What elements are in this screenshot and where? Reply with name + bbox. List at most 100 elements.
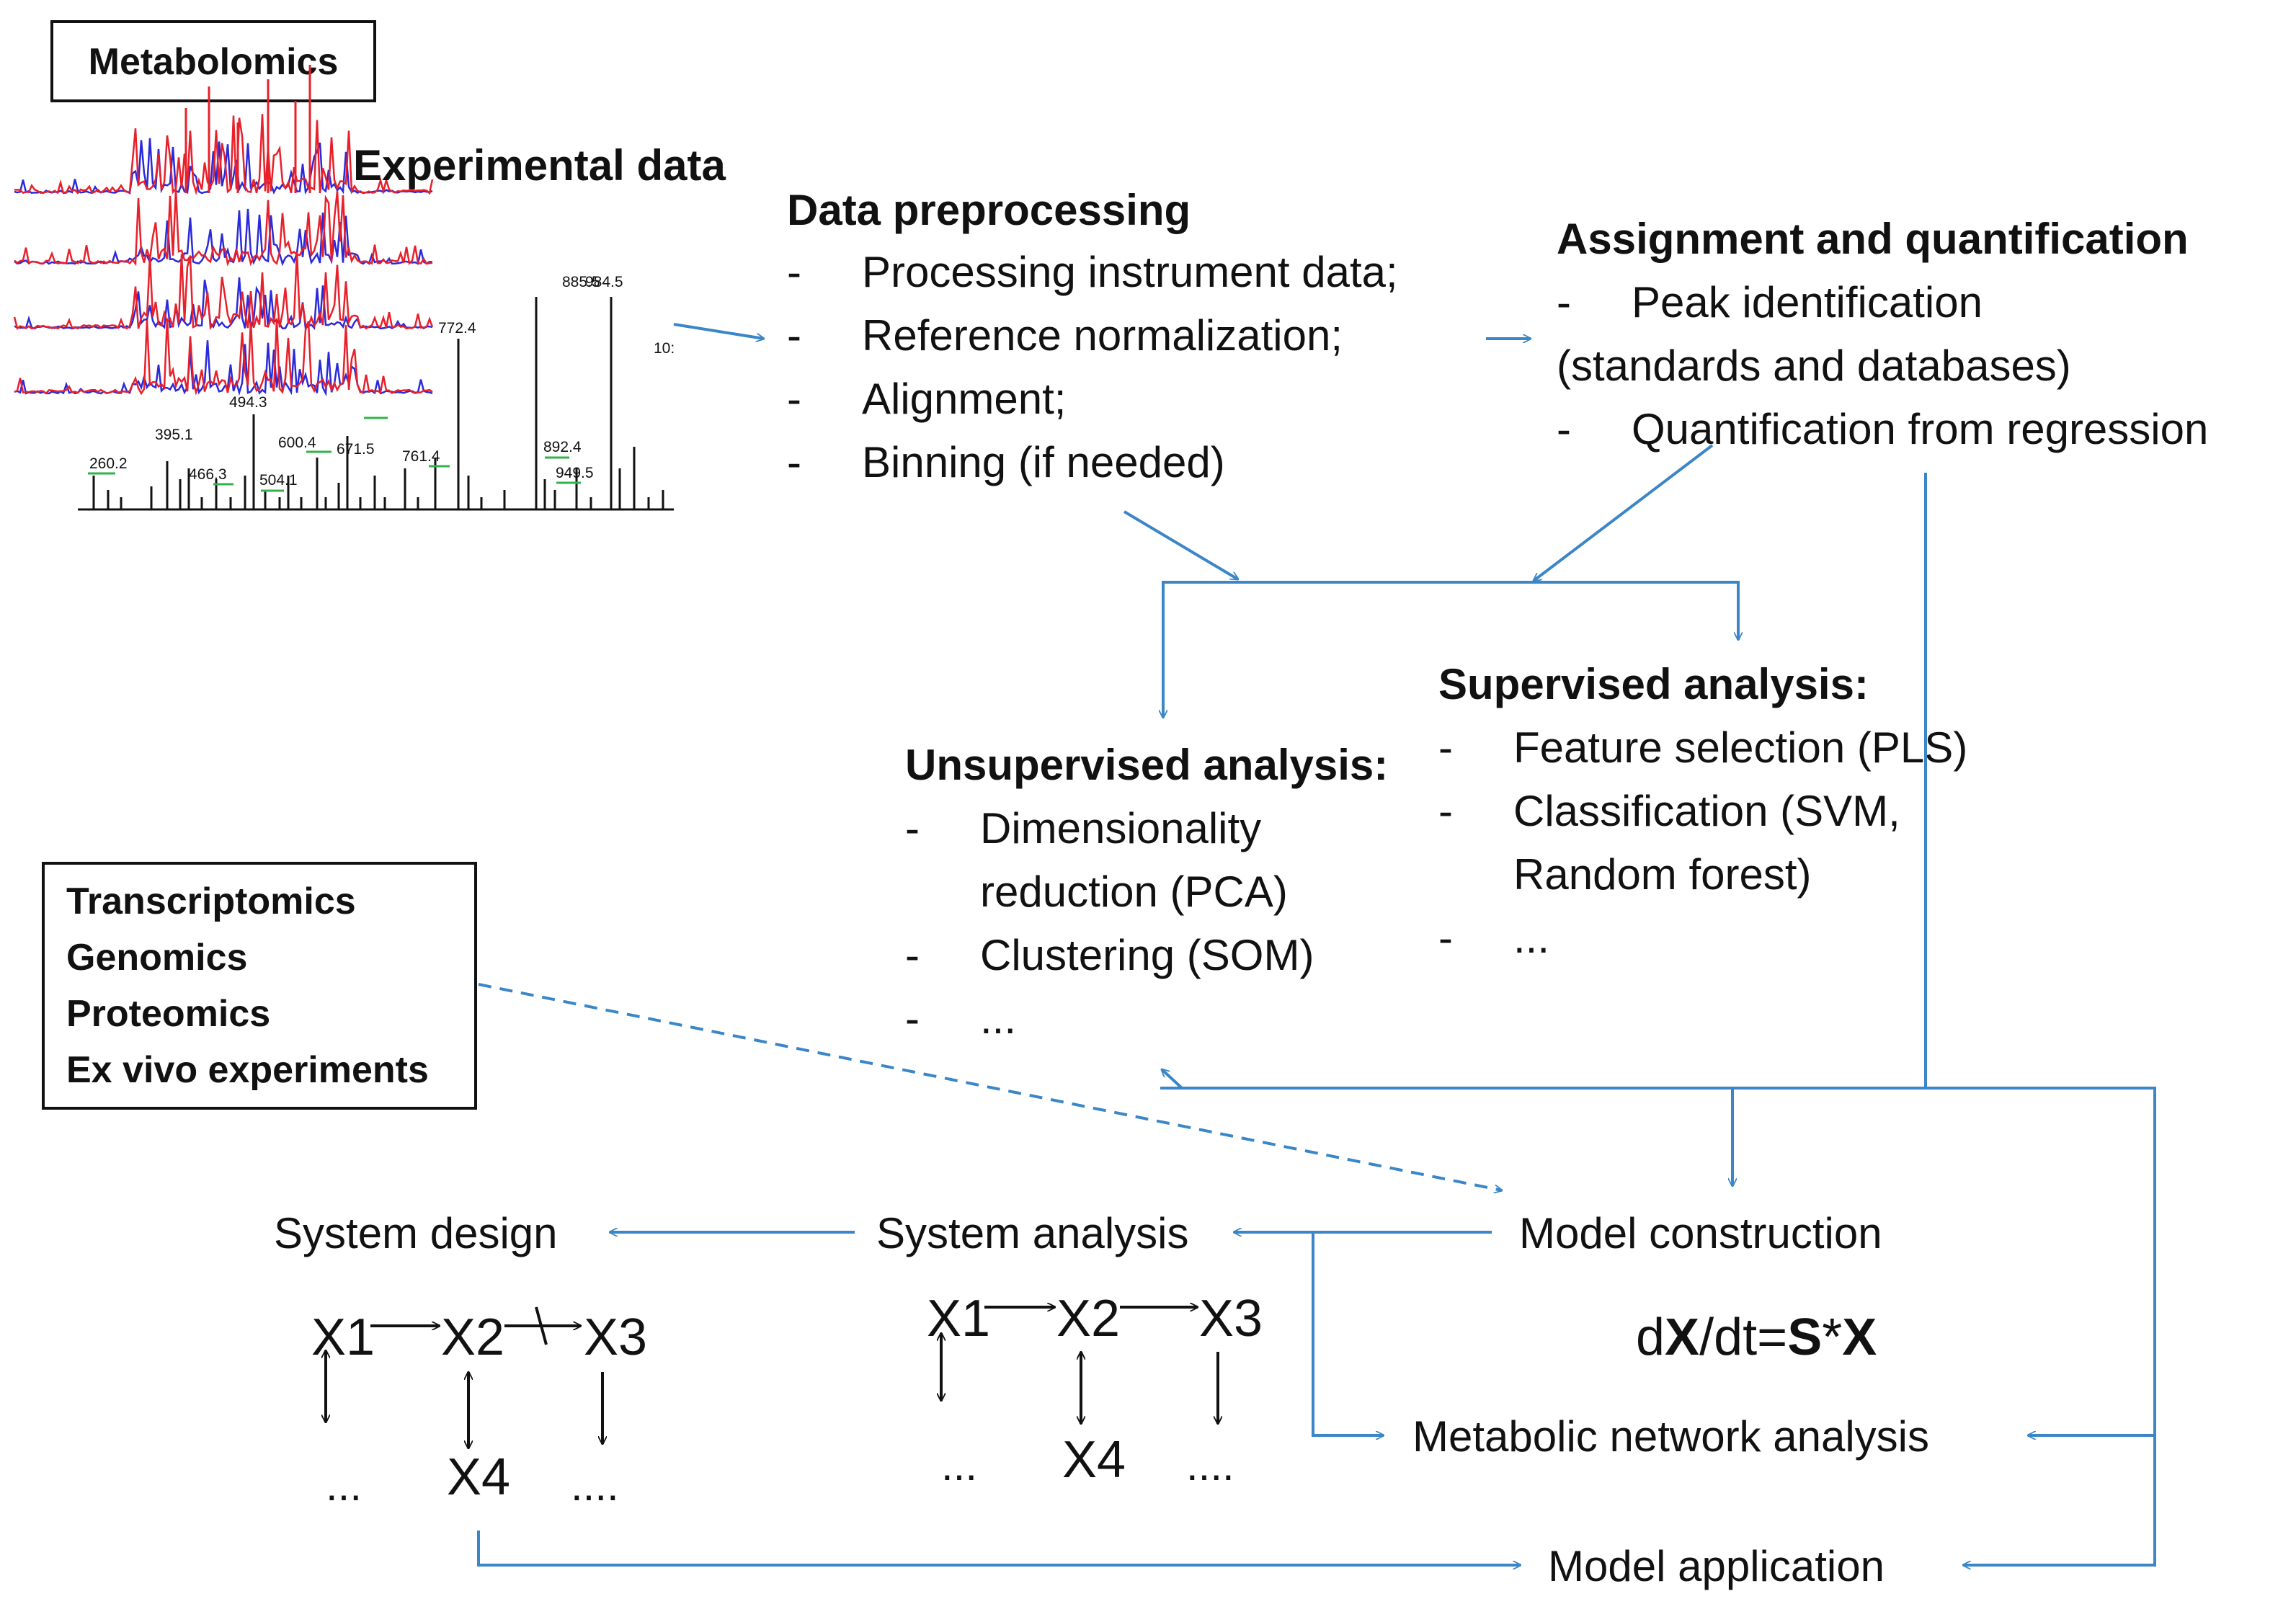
node-ellipsis: ... — [941, 1441, 977, 1489]
arrow-design-to-application — [477, 1531, 1521, 1565]
system-design-network: X1 X2 X3 ... X4 .... — [311, 1306, 647, 1510]
eq-dt: /dt= — [1699, 1309, 1787, 1366]
preprocessing-item: Processing instrument data; — [862, 248, 1398, 296]
node-ellipsis: .... — [571, 1461, 619, 1510]
arrow-omics-to-model — [478, 983, 1502, 1190]
edge-block-mark — [535, 1306, 548, 1345]
assignment-item: Quantification from regression — [1632, 405, 2208, 453]
spectrum-trace-blue — [14, 340, 433, 397]
spectrum-peak-labels: 885.5 984.5 772.4 494.3 671.5 395.1 600.… — [89, 274, 675, 489]
peak-label: 10: — [654, 340, 675, 357]
list-dash: - — [905, 931, 920, 979]
node-x2: X2 — [1056, 1290, 1120, 1347]
peak-label: 949.5 — [556, 465, 594, 481]
preprocessing-title: Data preprocessing — [787, 186, 1191, 234]
unsupervised-item: Dimensionality — [980, 804, 1261, 852]
arrow-feedback-to-unsupervised — [1162, 1069, 1183, 1090]
spectrum-trace-red — [14, 318, 433, 396]
list-dash: - — [1438, 914, 1453, 962]
data-preprocessing: Data preprocessing - Processing instrume… — [787, 186, 1398, 486]
assignment-title: Assignment and quantification — [1557, 215, 2189, 263]
node-x1: X1 — [927, 1290, 990, 1347]
node-x3: X3 — [1199, 1290, 1263, 1347]
node-x4: X4 — [447, 1448, 510, 1506]
peak-label: 892.4 — [543, 439, 582, 455]
peak-label: 885.5 — [562, 274, 600, 290]
peak-label: 260.2 — [89, 455, 128, 472]
omics-item: Transcriptomics — [66, 881, 356, 922]
peak-label: 772.4 — [438, 320, 476, 337]
model-equation: dX/dt=S*X — [1636, 1309, 1877, 1366]
unsupervised-item: ... — [980, 994, 1016, 1043]
spectrum-trace-blue — [14, 208, 433, 267]
peak-label: 395.1 — [155, 427, 193, 443]
arrow-loop-to-application — [1924, 473, 2156, 1565]
arrow-to-network-analysis — [1312, 1232, 1384, 1435]
list-dash: - — [1557, 278, 1571, 326]
spectrum-trace-red — [13, 252, 434, 331]
omics-item: Proteomics — [66, 993, 270, 1035]
node-x2: X2 — [441, 1309, 504, 1366]
node-x3: X3 — [584, 1309, 647, 1366]
assignment-item: Peak identification — [1632, 278, 1983, 326]
peak-label: 504.1 — [259, 472, 298, 489]
supervised-title: Supervised analysis: — [1438, 660, 1869, 708]
supervised-item: Classification (SVM, — [1513, 787, 1900, 835]
eq-S: S — [1787, 1309, 1822, 1366]
eq-X: X — [1665, 1309, 1699, 1366]
eq-X2: X — [1842, 1309, 1877, 1366]
assignment-item-cont: (standards and databases) — [1557, 342, 2071, 390]
system-analysis-network: X1 X2 X3 ... X4 .... — [927, 1290, 1263, 1489]
list-dash: - — [905, 994, 920, 1043]
list-dash: - — [1557, 405, 1571, 453]
supervised-item-cont: Random forest) — [1513, 850, 1812, 899]
peak-label: 671.5 — [337, 441, 375, 458]
spectrum-trace-red — [14, 189, 433, 267]
metabolomics-label: Metabolomics — [89, 41, 339, 83]
list-dash: - — [787, 248, 801, 296]
unsupervised-analysis: Unsupervised analysis: - Dimensionality … — [905, 741, 1388, 1043]
metabolomics-box — [50, 20, 376, 102]
system-design: System design — [274, 1209, 558, 1257]
node-x1: X1 — [311, 1309, 375, 1366]
eq-star: * — [1822, 1309, 1842, 1366]
spectrum-trace-red — [14, 114, 434, 195]
list-dash: - — [1438, 787, 1453, 835]
spectra-traces — [13, 65, 434, 397]
experimental-data-label: Experimental data — [353, 141, 726, 190]
list-dash: - — [787, 438, 801, 486]
list-dash: - — [787, 375, 801, 423]
peak-label: 600.4 — [278, 435, 316, 451]
node-x4: X4 — [1062, 1431, 1126, 1489]
model-application: Model application — [1548, 1542, 1885, 1590]
preprocessing-item: Binning (if needed) — [862, 438, 1225, 486]
unsupervised-item: Clustering (SOM) — [980, 931, 1314, 979]
omics-box — [42, 862, 477, 1110]
omics-item: Ex vivo experiments — [66, 1049, 429, 1091]
supervised-item: ... — [1513, 914, 1549, 962]
arrow-assignment-to-analysis — [1534, 444, 1714, 581]
unsupervised-title: Unsupervised analysis: — [905, 741, 1388, 789]
arrow-data-to-preprocessing — [673, 323, 764, 339]
metabolic-network-analysis: Metabolic network analysis — [1412, 1412, 1929, 1461]
omics-item: Genomics — [66, 937, 247, 979]
peak-label: 494.3 — [229, 394, 267, 411]
list-dash: - — [905, 804, 920, 852]
node-ellipsis: ... — [326, 1461, 362, 1510]
assignment-quantification: Assignment and quantification - Peak ide… — [1557, 215, 2208, 453]
unsupervised-item-cont: reduction (PCA) — [980, 868, 1288, 916]
peak-label: 761.4 — [402, 448, 440, 465]
eq-d: d — [1636, 1309, 1665, 1366]
preprocessing-item: Alignment; — [862, 375, 1066, 423]
preprocessing-item: Reference normalization; — [862, 311, 1343, 360]
system-analysis: System analysis — [876, 1209, 1188, 1257]
peak-label: 466.3 — [189, 466, 227, 483]
list-dash: - — [1438, 723, 1453, 772]
arrow-preprocessing-to-analysis — [1123, 510, 1238, 581]
supervised-analysis: Supervised analysis: - Feature selection… — [1438, 660, 1967, 962]
node-ellipsis: .... — [1186, 1441, 1234, 1489]
model-construction: Model construction — [1519, 1209, 1882, 1257]
list-dash: - — [787, 311, 801, 360]
supervised-item: Feature selection (PLS) — [1513, 723, 1967, 772]
